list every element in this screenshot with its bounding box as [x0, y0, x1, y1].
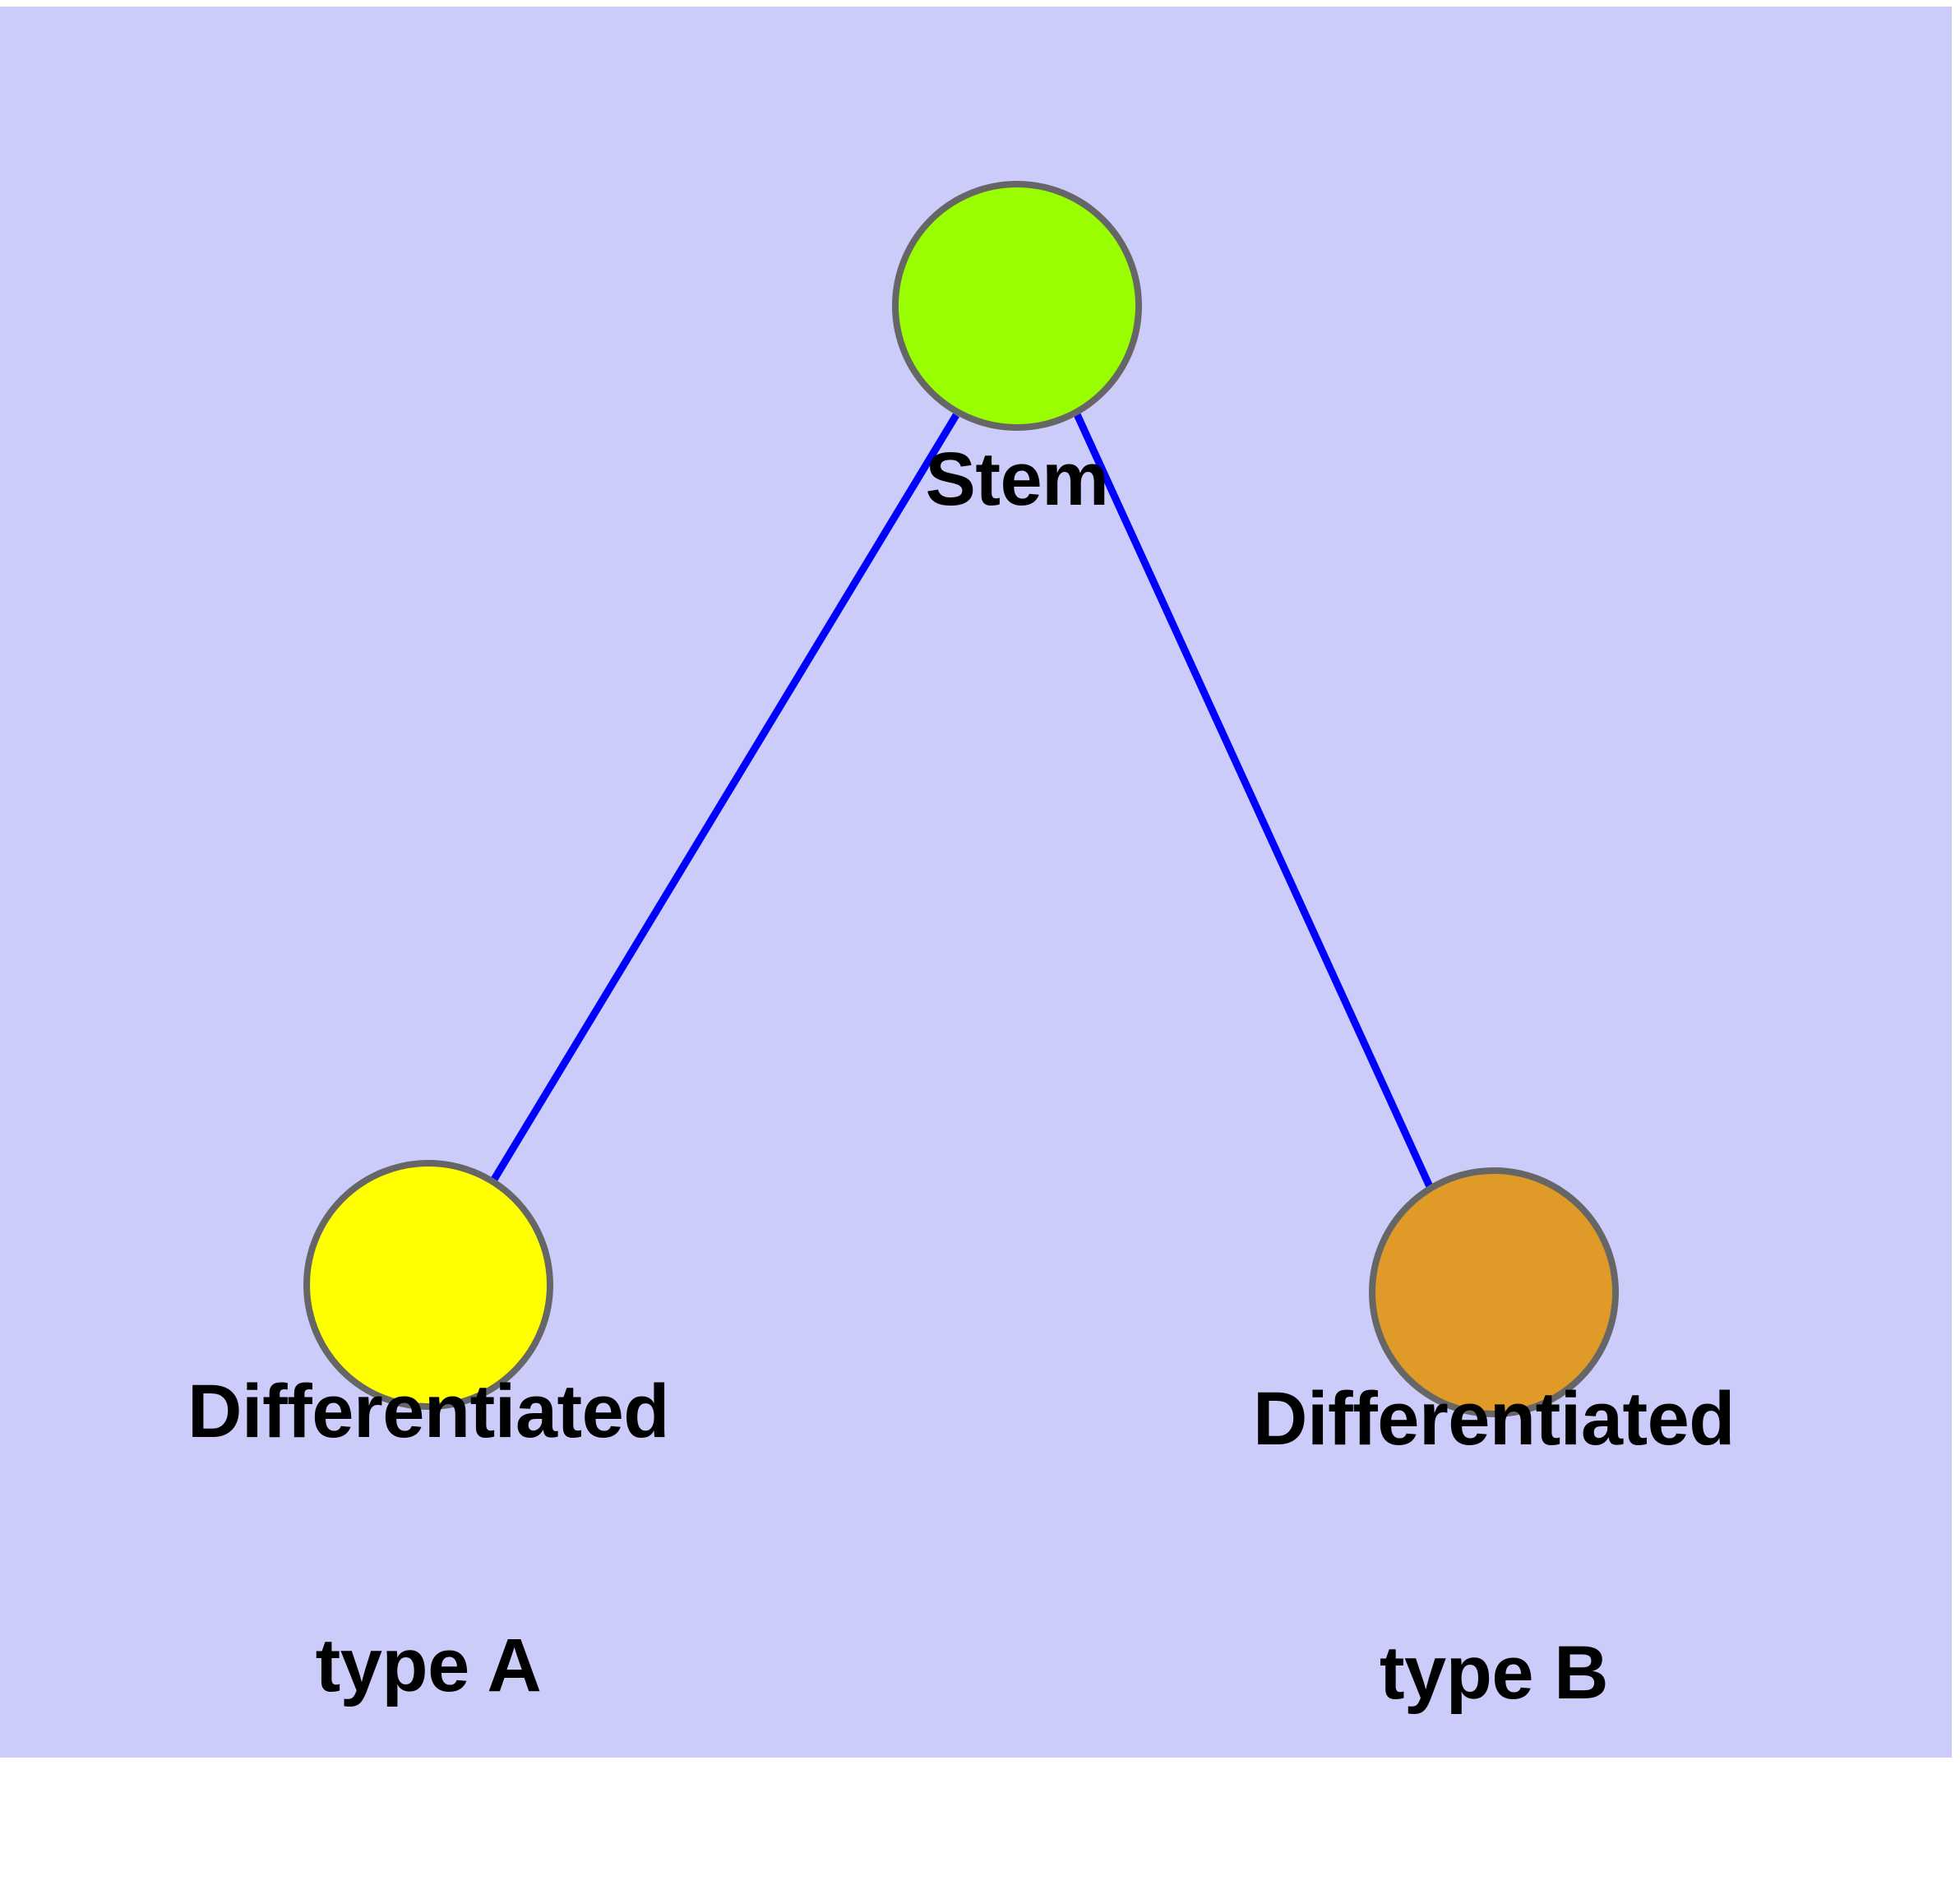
graph-plot-area: Stem Differentiated type A Differentiate… [0, 7, 1952, 1758]
edge-stem-to-differentiated-type-b [1073, 413, 1436, 1194]
node-stem[interactable] [892, 181, 1142, 431]
edge-stem-to-differentiated-type-a [489, 413, 959, 1185]
node-differentiated-type-b[interactable] [1369, 1167, 1619, 1417]
node-differentiated-type-a[interactable] [303, 1160, 553, 1410]
graph-canvas: Stem Differentiated type A Differentiate… [0, 7, 1952, 1758]
edge-layer [489, 413, 1436, 1194]
